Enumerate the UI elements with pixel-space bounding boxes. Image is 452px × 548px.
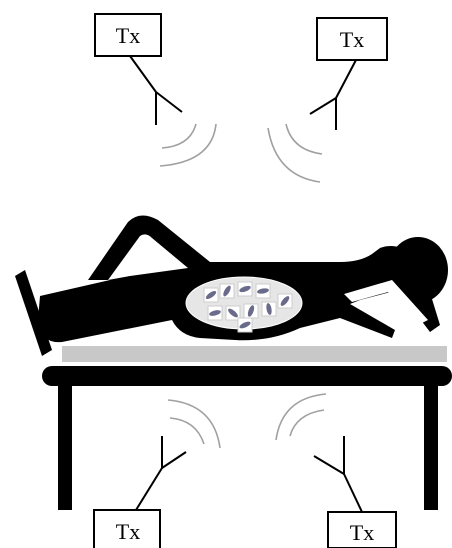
mattress [62, 346, 447, 362]
capsule-icon [262, 302, 276, 316]
antenna-icon [310, 60, 356, 130]
transmitter-top-left: Tx [95, 14, 216, 166]
wave-icon [276, 394, 326, 440]
transmitter-bottom-right: Tx [276, 394, 396, 548]
antenna-icon [314, 436, 362, 512]
tx-label: Tx [350, 520, 374, 545]
capsule-icon [208, 306, 222, 320]
table-top [42, 366, 452, 386]
antenna-icon [130, 56, 182, 125]
tx-label: Tx [116, 519, 140, 544]
capsule-icon [238, 282, 252, 296]
wave-icon [268, 124, 322, 182]
capsule-icon [244, 304, 258, 318]
tx-label: Tx [116, 23, 140, 48]
tx-label: Tx [340, 27, 364, 52]
antenna-icon [136, 436, 186, 510]
capsule-icon [256, 284, 270, 298]
capsule-icon [204, 288, 218, 302]
wave-icon [160, 124, 216, 166]
table-leg-right [424, 384, 438, 510]
table-leg-left [58, 384, 72, 510]
transmitter-top-right: Tx [268, 18, 387, 182]
capsule-icon [238, 318, 252, 332]
wave-icon [168, 400, 220, 448]
capsule-icon [278, 294, 292, 308]
patient-figure [15, 215, 448, 356]
capsule-icon [220, 284, 234, 298]
transmitter-bottom-left: Tx [94, 400, 220, 548]
